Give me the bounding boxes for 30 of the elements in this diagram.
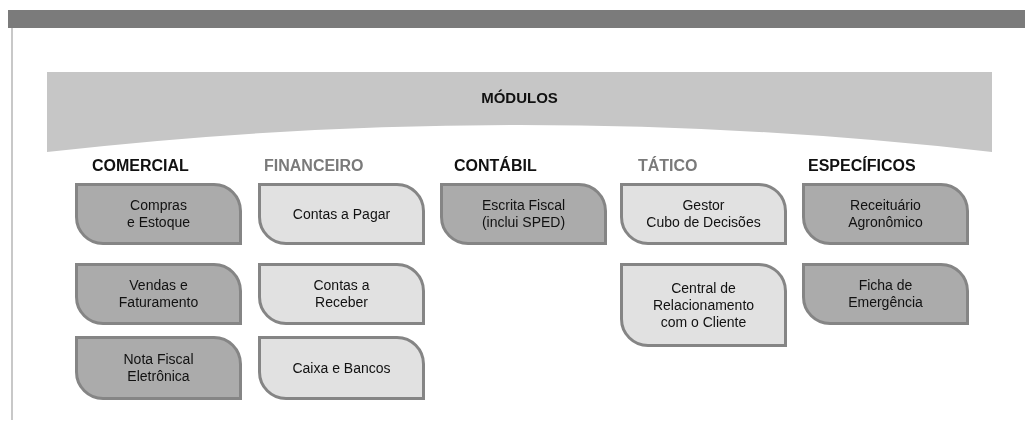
banner-title: MÓDULOS (480, 89, 559, 106)
module-box (75, 183, 242, 245)
module-name: Nota Fiscal Eletrônica (122, 351, 195, 385)
banner-band (47, 72, 992, 152)
module-box (258, 263, 425, 325)
module-box (258, 183, 425, 245)
module-name: Cubo de Decisões (646, 214, 761, 231)
column-heading: COMERCIAL (92, 157, 189, 175)
module-name: Gestor (682, 197, 725, 214)
module-name: Compras e Estoque (126, 197, 191, 231)
module-box (802, 183, 969, 245)
module-name: Receituário Agronômico (847, 197, 924, 231)
module-name: Ficha de Emergência (847, 277, 924, 311)
module-box (258, 336, 425, 400)
module-box (75, 263, 242, 325)
column-heading: FINANCEIRO (264, 157, 364, 175)
module-box (440, 183, 607, 245)
module-name: Contas a Receber (312, 277, 371, 311)
module-box (620, 263, 787, 347)
module-box (802, 263, 969, 325)
column-heading: CONTÁBIL (454, 157, 537, 175)
module-box (620, 183, 787, 245)
module-name: Vendas e Faturamento (117, 277, 200, 311)
module-name: Central de Relacionamento com o Cliente (651, 279, 756, 331)
module-name: Escrita Fiscal (inclui SPED) (480, 197, 567, 231)
module-name: Caixa e Bancos (292, 359, 391, 377)
module-name: Contas a Pagar (292, 205, 391, 223)
module-box (75, 336, 242, 400)
column-heading: TÁTICO (638, 157, 698, 175)
column-heading: ESPECÍFICOS (808, 157, 916, 175)
